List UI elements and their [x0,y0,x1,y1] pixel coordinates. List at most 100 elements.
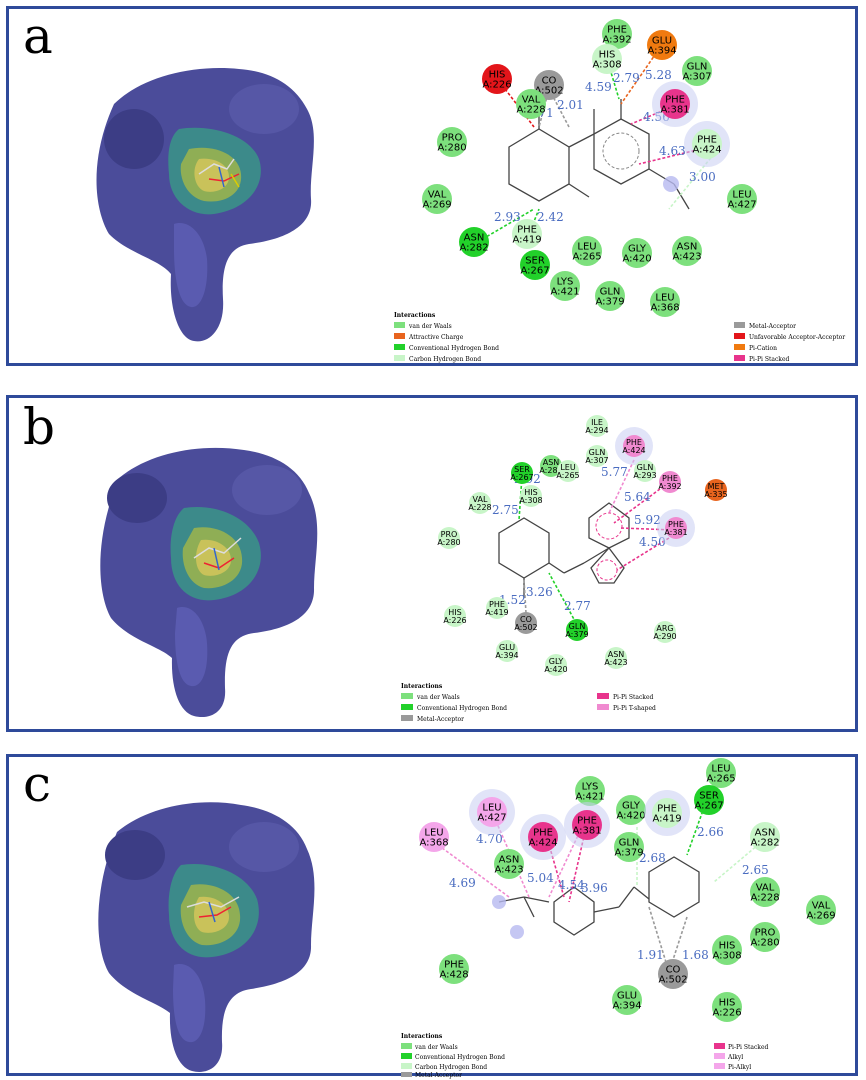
interaction-legend: Interactions van der Waals Attractive Ch… [394,312,845,363]
legend-item: Pi-Pi Stacked [728,1044,768,1051]
panel-a: a [6,6,858,366]
panel-a-figure: a [23,9,845,363]
distance-label: 4.54 [558,878,585,892]
legend-swatch [394,322,405,328]
distance-label: 2.01 [557,98,584,112]
legend-swatch [734,344,745,350]
legend-item: Pi-Cation [749,345,777,352]
legend-swatch [734,322,745,328]
protein-surface-image [100,447,318,718]
legend-swatch [714,1063,725,1069]
distance-label: 3.96 [581,881,608,895]
legend-item: Unfavorable Acceptor-Acceptor [749,334,845,341]
legend-swatch [401,715,413,721]
distance-label: 2.79 [613,71,640,85]
legend-item: Carbon Hydrogen Bond [409,356,481,363]
legend-item: Conventional Hydrogen Bond [409,345,499,352]
distance-label: 3.00 [689,170,716,184]
legend-item: Metal-Acceptor [415,1072,462,1079]
distance-label: 2.75 [492,503,519,517]
distance-label: 2.42 [537,210,564,224]
legend-item: Metal-Acceptor [417,716,464,723]
legend-title: Interactions [401,1033,443,1040]
panel-c: c 4.7 [6,754,858,1079]
distance-label: 5.77 [601,465,628,479]
legend-swatch [401,1072,412,1077]
distance-label: 2.93 [494,210,521,224]
legend-item: Carbon Hydrogen Bond [415,1064,487,1071]
distance-label: 4.50 [639,535,666,549]
distance-label: 4.70 [476,832,503,846]
distance-label: 2.68 [639,851,666,865]
distance-labels: 2.92 2.75 5.77 5.64 5.92 4.50 3.26 1.52 … [492,465,666,613]
